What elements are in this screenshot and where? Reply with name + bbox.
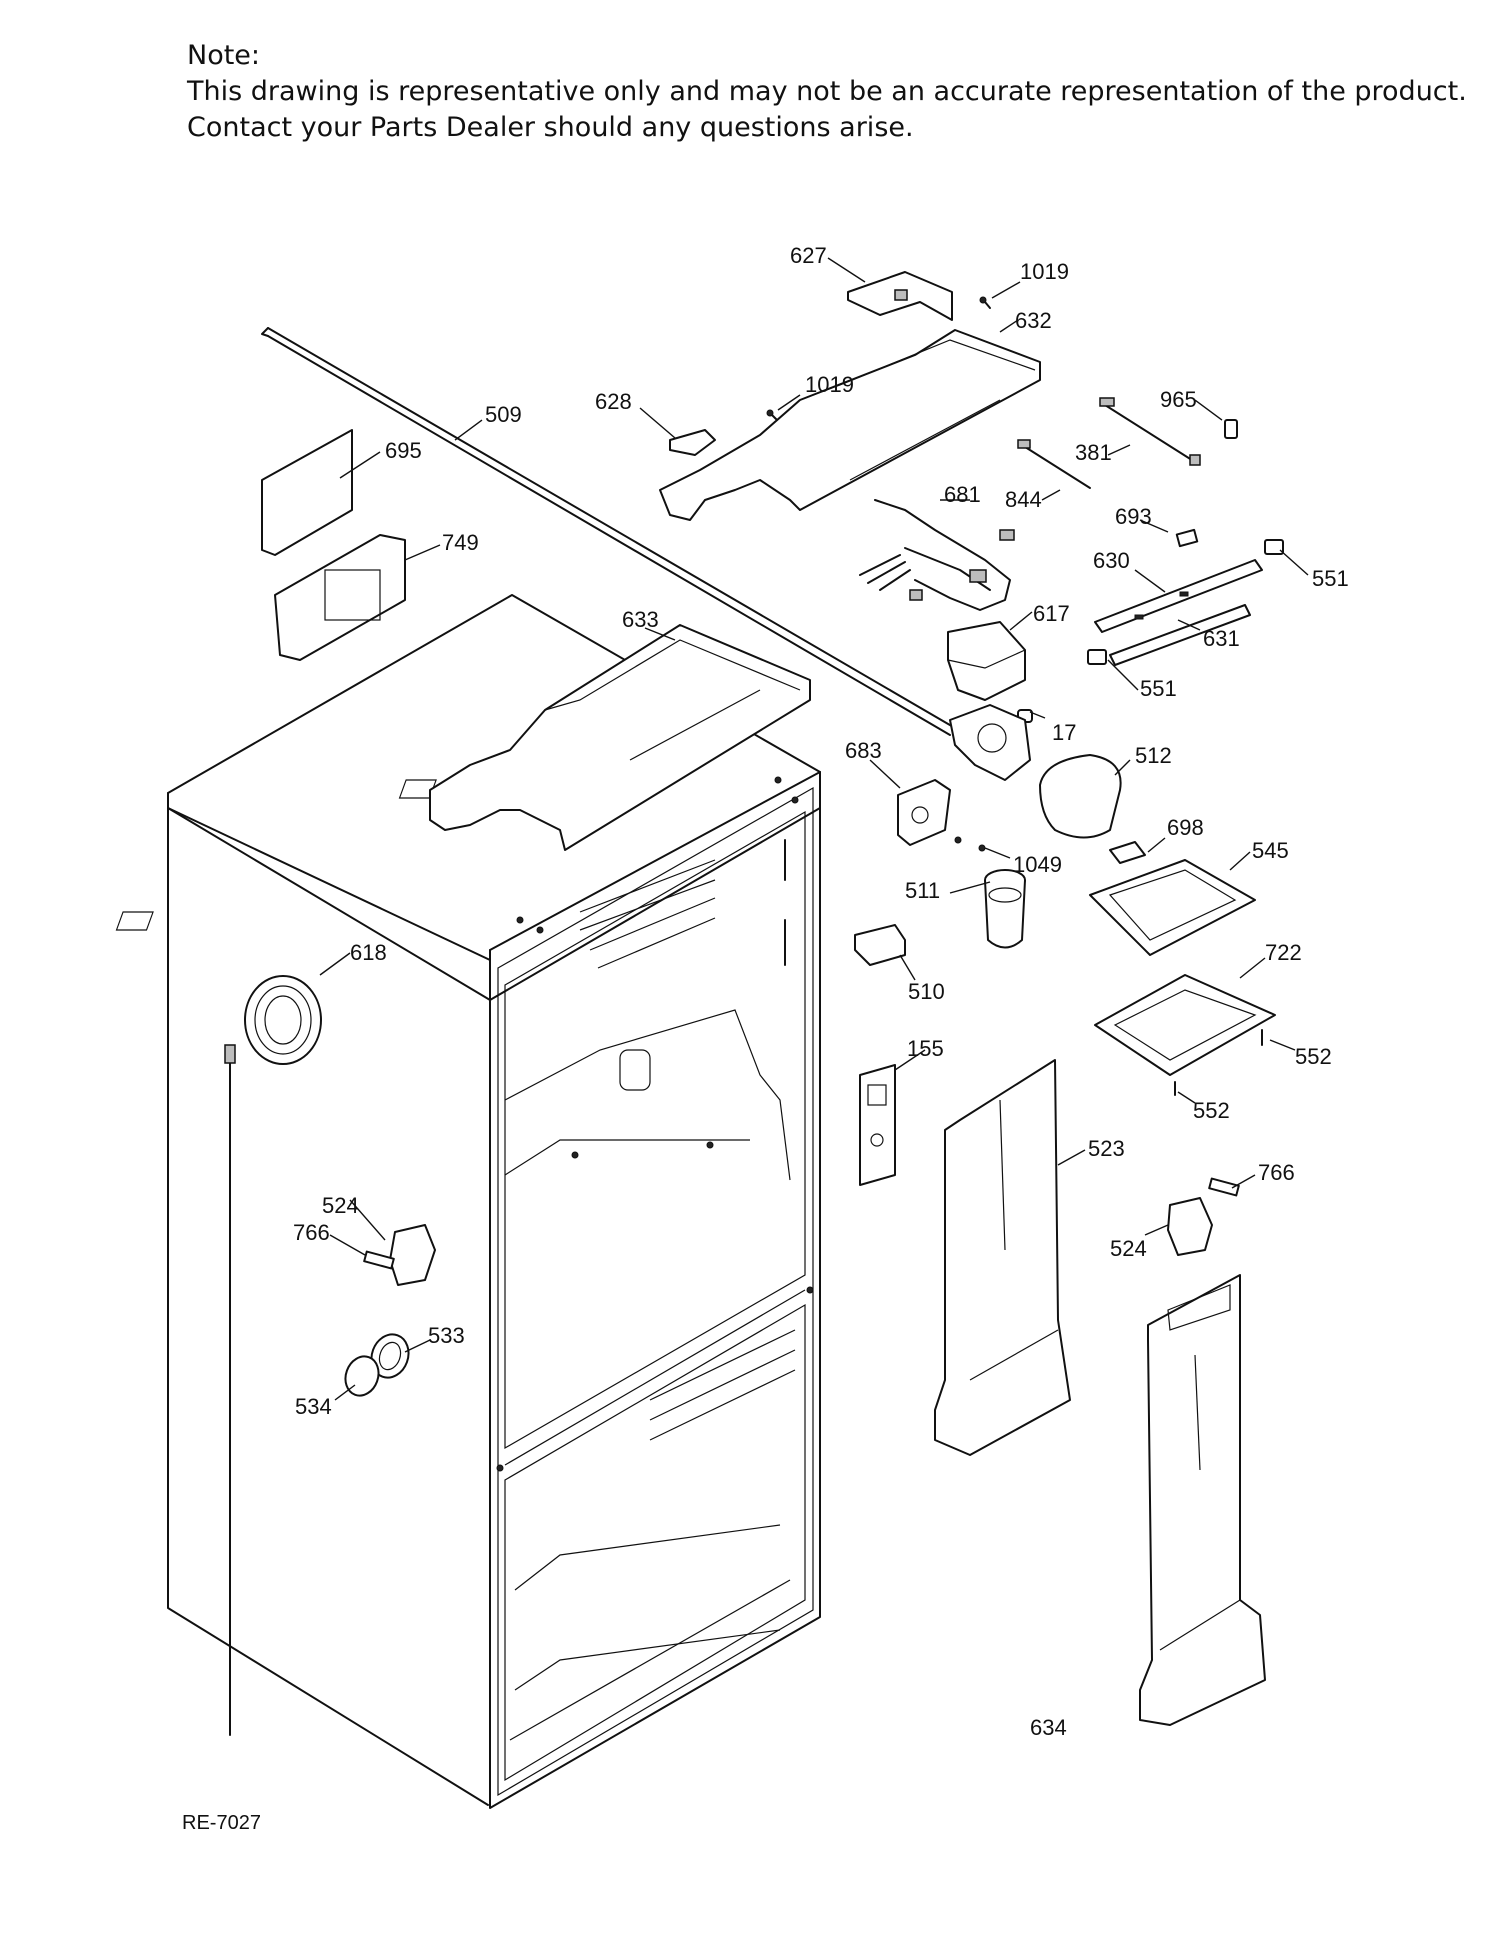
callout-631: 631 bbox=[1203, 626, 1240, 651]
callout-510: 510 bbox=[908, 979, 945, 1004]
part-1049-screw bbox=[954, 836, 986, 852]
part-698 bbox=[1109, 841, 1146, 864]
callout-617: 617 bbox=[1033, 601, 1070, 626]
callout-965: 965 bbox=[1160, 387, 1197, 412]
part-695-panel bbox=[261, 429, 353, 556]
part-381-harness bbox=[1099, 397, 1201, 466]
part-523-channel bbox=[934, 1059, 1071, 1456]
callout-630: 630 bbox=[1093, 548, 1130, 573]
screw-1019 bbox=[766, 296, 991, 421]
callout-551: 551 bbox=[1312, 566, 1349, 591]
refrigerator-cabinet bbox=[115, 594, 821, 1809]
part-545-tray bbox=[1089, 859, 1256, 956]
part-617-motor bbox=[947, 621, 1026, 701]
callout-524: 524 bbox=[1110, 1236, 1147, 1261]
callout-1019: 1019 bbox=[1020, 259, 1069, 284]
callout-632: 632 bbox=[1015, 308, 1052, 333]
callout-683: 683 bbox=[845, 738, 882, 763]
callout-628: 628 bbox=[595, 389, 632, 414]
callout-681: 681 bbox=[944, 482, 981, 507]
callout-749: 749 bbox=[442, 530, 479, 555]
part-683 bbox=[897, 779, 951, 846]
auger-housing bbox=[949, 704, 1031, 781]
part-681-wiring-harness bbox=[859, 499, 1015, 611]
callout-545: 545 bbox=[1252, 838, 1289, 863]
callout-552: 552 bbox=[1295, 1044, 1332, 1069]
part-722-frame bbox=[1094, 974, 1276, 1076]
part-965-connector bbox=[1224, 419, 1238, 439]
part-749-housing bbox=[274, 534, 406, 661]
callout-511: 511 bbox=[905, 878, 940, 903]
part-693 bbox=[1175, 528, 1199, 548]
callout-17: 17 bbox=[1052, 720, 1076, 745]
callout-693: 693 bbox=[1115, 504, 1152, 529]
part-632-hinge-cover bbox=[659, 329, 1041, 521]
callout-labels: 627 1019 632 628 1019 509 965 381 695 84… bbox=[293, 243, 1349, 1740]
part-510 bbox=[854, 924, 906, 966]
callout-381: 381 bbox=[1075, 440, 1112, 465]
callout-722: 722 bbox=[1265, 940, 1302, 965]
diagram-code: RE-7027 bbox=[182, 1812, 261, 1834]
callout-1049: 1049 bbox=[1013, 852, 1062, 877]
note-line-1: This drawing is representative only and … bbox=[187, 76, 1467, 107]
callout-524: 524 bbox=[322, 1193, 359, 1218]
part-630-631-boards bbox=[1094, 559, 1263, 666]
callout-618: 618 bbox=[350, 940, 387, 965]
disclaimer-note: Note: This drawing is representative onl… bbox=[187, 38, 1467, 146]
part-551-switch bbox=[1087, 539, 1284, 665]
callout-627: 627 bbox=[790, 243, 827, 268]
part-628-clip bbox=[669, 429, 716, 456]
callout-766: 766 bbox=[1258, 1160, 1295, 1185]
callout-523: 523 bbox=[1088, 1136, 1125, 1161]
part-524-766-handles bbox=[363, 1177, 1240, 1286]
callout-533: 533 bbox=[428, 1323, 465, 1348]
callout-844: 844 bbox=[1005, 487, 1042, 512]
callout-552: 552 bbox=[1193, 1098, 1230, 1123]
callout-509: 509 bbox=[485, 402, 522, 427]
part-552-screw bbox=[1174, 1029, 1263, 1096]
part-155 bbox=[859, 1064, 896, 1186]
callout-634: 634 bbox=[1030, 1715, 1067, 1740]
note-line-2: Contact your Parts Dealer should any que… bbox=[187, 112, 914, 143]
part-533-534-discs bbox=[344, 1333, 410, 1397]
callout-633: 633 bbox=[622, 607, 659, 632]
callout-155: 155 bbox=[907, 1036, 944, 1061]
part-634-freezer-channel bbox=[1139, 1274, 1266, 1726]
part-627-bracket bbox=[847, 271, 953, 321]
part-509-water-tube bbox=[261, 327, 956, 736]
part-511-filter bbox=[984, 869, 1026, 949]
callout-534: 534 bbox=[295, 1394, 332, 1419]
callout-698: 698 bbox=[1167, 815, 1204, 840]
part-633-hinge-cover bbox=[429, 624, 811, 851]
callout-leader-lines bbox=[319, 257, 1309, 1401]
callout-695: 695 bbox=[385, 438, 422, 463]
callout-512: 512 bbox=[1135, 743, 1172, 768]
part-512-cap bbox=[1039, 754, 1122, 839]
callout-551: 551 bbox=[1140, 676, 1177, 701]
callout-1019: 1019 bbox=[805, 372, 854, 397]
part-844-harness bbox=[1017, 439, 1091, 489]
note-heading: Note: bbox=[187, 40, 261, 71]
callout-766: 766 bbox=[293, 1220, 330, 1245]
part-618-coil bbox=[224, 975, 322, 1736]
